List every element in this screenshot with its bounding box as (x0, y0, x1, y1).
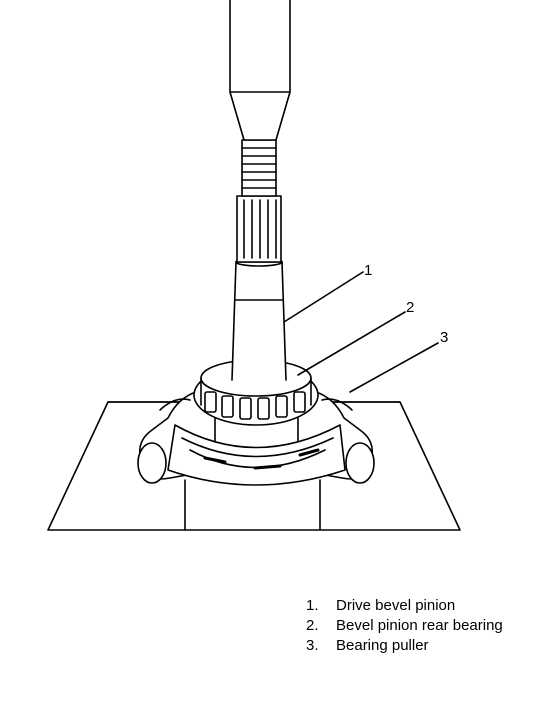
leader-line-2 (297, 311, 406, 376)
legend-item: 2. Bevel pinion rear bearing (306, 616, 536, 636)
legend-item: 1. Drive bevel pinion (306, 596, 536, 616)
callout-3: 3 (440, 329, 449, 346)
callout-2: 2 (406, 299, 415, 316)
legend-text: Bevel pinion rear bearing (336, 617, 503, 634)
legend-item: 3. Bearing puller (306, 636, 536, 656)
callout-1: 1 (364, 262, 373, 279)
legend-list: 1. Drive bevel pinion 2. Bevel pinion re… (306, 596, 536, 656)
legend-number: 2. (306, 617, 319, 634)
legend-text: Bearing puller (336, 637, 429, 654)
legend-number: 3. (306, 637, 319, 654)
legend-text: Drive bevel pinion (336, 597, 456, 614)
press-ram (229, 0, 291, 141)
legend-number: 1. (306, 597, 319, 614)
leader-line-3 (349, 342, 439, 393)
leader-line-1 (283, 271, 364, 323)
bearing-puller (137, 387, 375, 486)
drive-bevel-pinion (231, 139, 287, 381)
bearing-removal-illustration (47, 0, 461, 531)
